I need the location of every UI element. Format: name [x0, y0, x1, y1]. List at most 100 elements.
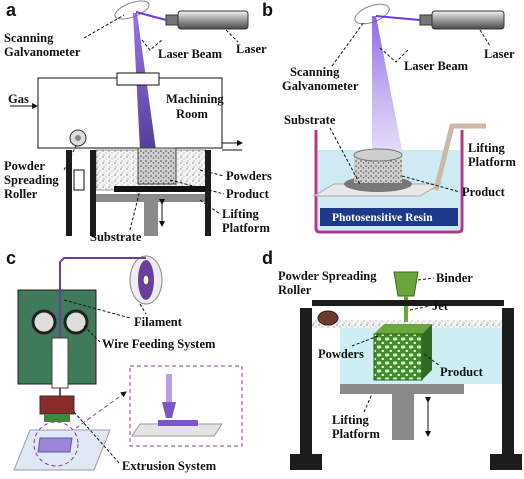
label-a-substrate: Substrate — [90, 230, 142, 244]
label-b-product: Product — [462, 185, 506, 199]
left-wall — [66, 150, 72, 236]
printed-part-c — [37, 437, 73, 453]
lifting-platform-top — [96, 194, 206, 202]
product-side-d — [422, 324, 432, 380]
label-d-roller: Roller — [278, 283, 312, 297]
feed-roller-left-icon — [31, 309, 57, 335]
panel-a: a Scanning Galvanometer — [4, 0, 272, 244]
leader-a-substrate — [129, 189, 141, 231]
label-d-powders: Powders — [318, 347, 364, 361]
zoom-circle — [33, 421, 79, 467]
laser-nozzle-b — [419, 14, 433, 26]
label-d-product: Product — [440, 365, 484, 379]
frame-top-bar — [312, 300, 504, 306]
leader-b-beam — [379, 47, 409, 63]
panel-b-letter: b — [262, 0, 273, 20]
zoom-nozzle-tip — [162, 402, 176, 418]
product-top-d — [374, 324, 432, 334]
leader-a-beam — [141, 39, 163, 51]
leader-d-lifting — [363, 393, 373, 413]
filament-line — [59, 257, 146, 400]
leader-b-product — [401, 175, 461, 193]
spool-hub — [142, 274, 150, 286]
resin-tank — [314, 130, 464, 234]
zoom-arrow — [75, 391, 127, 429]
zoom-nozzle — [166, 374, 172, 402]
frame-left-post — [300, 308, 312, 454]
label-a-roller: Roller — [4, 187, 38, 201]
label-a-powder: Powder — [4, 159, 45, 173]
laser-beam-horizontal — [135, 11, 167, 21]
label-a-gas: Gas — [8, 92, 29, 106]
label-c-filament: Filament — [134, 315, 183, 329]
leader-d-jet — [409, 305, 431, 311]
powder-roller-d-icon — [317, 310, 339, 326]
laser-beam-cone-b — [372, 16, 402, 150]
zoom-deposit — [158, 420, 198, 426]
label-a-lifting: Lifting — [222, 207, 260, 221]
label-a-room: Room — [176, 107, 209, 121]
lifting-platform-column — [144, 202, 158, 236]
zoom-box — [129, 365, 243, 447]
leader-c-filament — [139, 303, 147, 315]
label-d-jet: Jet — [432, 299, 449, 313]
label-d-lifting: Lifting — [332, 413, 370, 427]
leader-b-galvo — [331, 21, 365, 67]
leader-c-extrusion — [73, 411, 121, 465]
label-c-wire: Wire Feeding System — [102, 337, 216, 351]
leader-a-lifting — [199, 199, 221, 215]
label-b-substrate: Substrate — [284, 113, 336, 127]
frame-right-post — [502, 308, 514, 454]
label-a-scanning: Scanning — [4, 31, 54, 45]
leader-d-product — [423, 353, 441, 367]
panel-a-letter: a — [6, 0, 17, 20]
product-d — [373, 333, 423, 381]
leader-b-laser — [479, 29, 491, 47]
frame-right-foot — [490, 454, 522, 470]
label-a-powders: Powders — [226, 169, 272, 183]
label-a-spreading: Spreading — [4, 173, 59, 187]
leader-c-filament-2 — [63, 299, 131, 319]
extruder-tube — [51, 337, 69, 389]
product-top-b — [353, 148, 403, 162]
leader-a-powders — [199, 169, 225, 177]
leader-a-galvo — [83, 14, 125, 39]
label-d-powder-spreading: Powder Spreading — [278, 269, 377, 283]
heater-fins — [44, 414, 70, 422]
panel-c-letter: c — [6, 248, 16, 268]
resin-label-band — [320, 208, 458, 226]
label-d-binder: Binder — [436, 271, 473, 285]
inner-left-wall — [90, 150, 96, 236]
lifting-arm-b — [433, 123, 486, 191]
label-b-resin: Photosensitive Resin — [332, 212, 433, 224]
feed-roller-right-icon — [63, 309, 89, 335]
beam-window — [116, 72, 160, 86]
substrate-plate — [114, 186, 206, 192]
panel-d-letter: d — [262, 248, 273, 268]
leader-c-wire — [83, 325, 101, 343]
label-d-platform: Platform — [332, 427, 380, 441]
frame-left-foot — [290, 454, 322, 470]
binder-head — [393, 271, 419, 297]
label-a-galvanometer: Galvanometer — [4, 45, 81, 59]
label-a-platform: Platform — [222, 221, 270, 235]
lifting-platform-column-d — [392, 394, 414, 440]
powder-roller-hub — [75, 135, 81, 141]
label-a-product: Product — [226, 187, 270, 201]
label-b-laser: Laser — [484, 47, 515, 61]
right-wall — [205, 150, 211, 236]
panel-d: d Powder Spreading Roller Binder Jet Pow… — [262, 248, 522, 470]
label-a-laser-beam: Laser Beam — [158, 47, 223, 61]
laser-nozzle — [165, 14, 179, 26]
powder-feed-piston — [73, 169, 85, 191]
panel-b: b Photosensitive Resin Scanning Galvanom… — [262, 0, 516, 234]
laser-device-b — [431, 10, 505, 30]
leader-a-laser — [225, 29, 239, 43]
label-b-lifting: Lifting — [468, 141, 506, 155]
leader-a-roller — [63, 145, 77, 171]
heater-block — [39, 395, 75, 415]
label-a-laser: Laser — [236, 42, 267, 56]
leader-b-substrate — [329, 127, 361, 185]
lifting-platform-top-d — [340, 384, 464, 394]
